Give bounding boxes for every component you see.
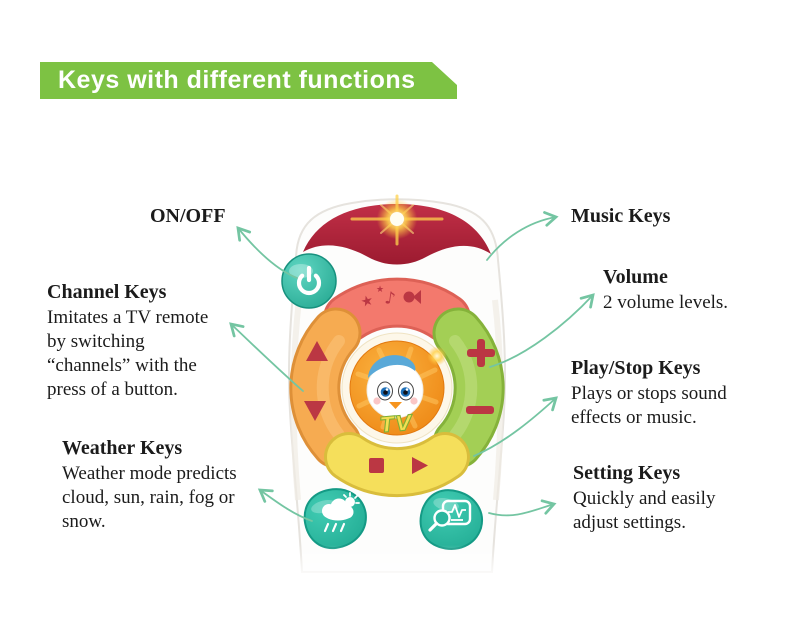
annotation-music-title: Music Keys bbox=[571, 205, 671, 227]
stop-icon bbox=[369, 458, 384, 473]
play-icon bbox=[412, 457, 428, 474]
arrow-music bbox=[486, 211, 559, 261]
annotation-on-off: ON/OFF bbox=[150, 205, 226, 228]
annotation-play-stop-desc: Plays or stops sound effects or music. bbox=[571, 383, 727, 428]
tv-character: TV bbox=[341, 332, 453, 444]
play-stop-buttons bbox=[324, 432, 470, 498]
weather-button bbox=[303, 488, 367, 550]
annotation-volume-desc: 2 volume levels. bbox=[603, 292, 729, 313]
music-notes-icon: ★ ★ ♪ bbox=[359, 285, 421, 311]
svg-text:★: ★ bbox=[359, 292, 375, 311]
annotation-volume: Volume 2 volume levels. bbox=[603, 266, 728, 315]
volume-buttons bbox=[432, 307, 505, 469]
annotation-setting: Setting Keys Quickly and easily adjust s… bbox=[573, 462, 715, 535]
light-flare-icon bbox=[350, 192, 444, 246]
annotation-setting-title: Setting Keys bbox=[573, 462, 681, 484]
power-button bbox=[281, 253, 337, 309]
minus-icon bbox=[466, 406, 494, 414]
plus-icon bbox=[467, 339, 495, 367]
channel-up-icon bbox=[306, 341, 328, 361]
music-button: ★ ★ ♪ bbox=[323, 277, 471, 343]
annotation-weather-desc: Weather mode predicts cloud, sun, rain, … bbox=[62, 463, 237, 532]
channel-buttons bbox=[289, 307, 362, 469]
section-banner-title: Keys with different functions bbox=[58, 66, 416, 94]
arrow-channel bbox=[229, 322, 304, 392]
annotation-channel-desc: Imitates a TV remote by switching “chann… bbox=[47, 307, 209, 400]
arrow-weather bbox=[257, 488, 313, 522]
svg-text:★: ★ bbox=[376, 285, 384, 295]
annotation-channel-title: Channel Keys bbox=[47, 281, 167, 303]
fade-overlay-solid bbox=[270, 575, 540, 639]
channel-down-icon bbox=[304, 401, 326, 421]
annotation-music: Music Keys bbox=[571, 205, 670, 228]
annotation-volume-title: Volume bbox=[603, 266, 668, 288]
svg-text:♪: ♪ bbox=[383, 288, 397, 309]
tv-logo-text: TV bbox=[379, 411, 414, 438]
arrow-play-stop bbox=[473, 396, 558, 457]
arrow-setting bbox=[488, 499, 557, 517]
annotation-play-stop-title: Play/Stop Keys bbox=[571, 357, 701, 379]
annotation-weather-title: Weather Keys bbox=[62, 437, 183, 459]
section-banner: Keys with different functions bbox=[40, 62, 457, 99]
arrow-volume bbox=[489, 293, 595, 368]
power-icon bbox=[296, 265, 322, 296]
settings-icon bbox=[428, 499, 472, 532]
annotation-channel: Channel Keys Imitates a TV remote by swi… bbox=[47, 281, 208, 402]
weather-icon bbox=[322, 492, 360, 533]
annotation-setting-desc: Quickly and easily adjust settings. bbox=[573, 488, 716, 533]
annotation-weather: Weather Keys Weather mode predicts cloud… bbox=[62, 437, 237, 534]
fade-overlay bbox=[270, 545, 540, 580]
annotation-play-stop: Play/Stop Keys Plays or stops sound effe… bbox=[571, 357, 727, 430]
annotation-on-off-title: ON/OFF bbox=[150, 205, 226, 227]
arrow-on-off bbox=[236, 225, 298, 279]
